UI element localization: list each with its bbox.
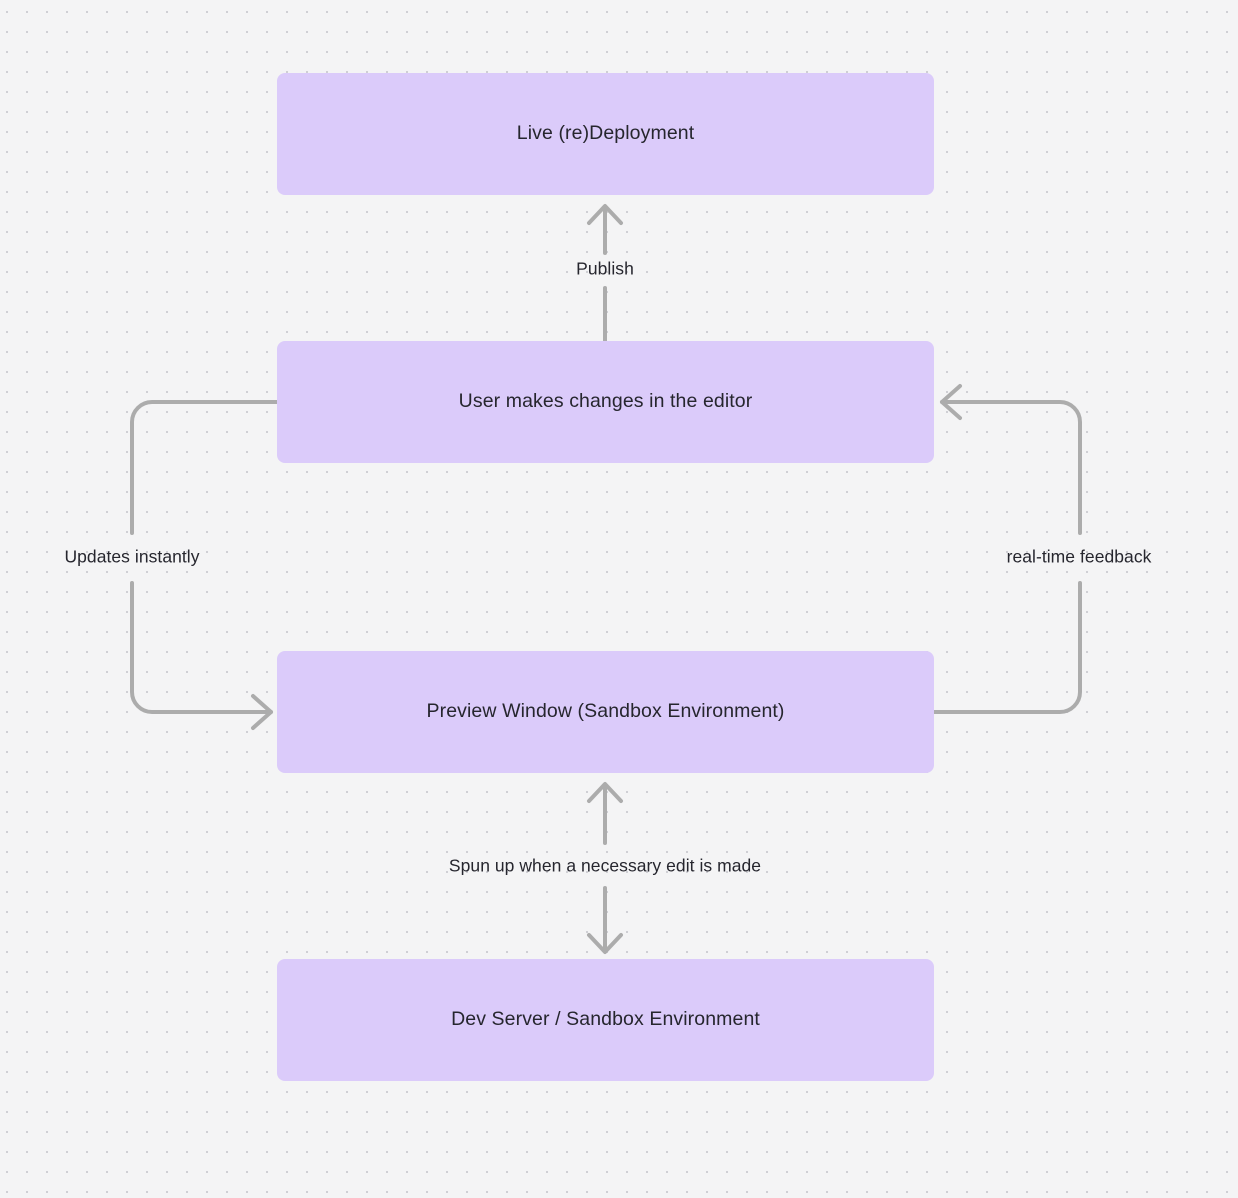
node-preview-window[interactable]: Preview Window (Sandbox Environment) — [277, 651, 934, 773]
edge-label-publish[interactable]: Publish — [576, 258, 634, 279]
node-user-edits-label: User makes changes in the editor — [458, 390, 753, 413]
edge-label-spun-up[interactable]: Spun up when a necessary edit is made — [448, 855, 762, 876]
node-dev-server[interactable]: Dev Server / Sandbox Environment — [277, 959, 934, 1081]
edge-label-real-time-feedback[interactable]: real-time feedback — [1006, 546, 1152, 567]
node-live-deployment[interactable]: Live (re)Deployment — [277, 73, 934, 195]
node-user-edits[interactable]: User makes changes in the editor — [277, 341, 934, 463]
node-live-deployment-label: Live (re)Deployment — [516, 122, 695, 145]
node-preview-window-label: Preview Window (Sandbox Environment) — [426, 700, 785, 723]
node-dev-server-label: Dev Server / Sandbox Environment — [451, 1008, 760, 1031]
edge-label-updates-instantly[interactable]: Updates instantly — [64, 546, 200, 567]
